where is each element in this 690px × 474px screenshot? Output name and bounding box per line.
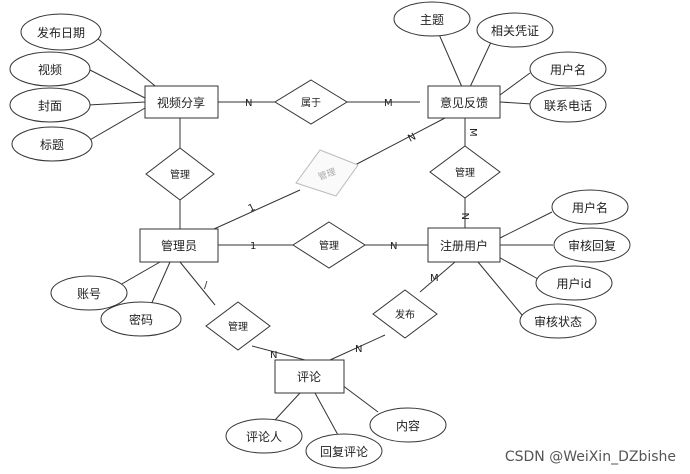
attr-user-id: 用户id (535, 265, 613, 301)
attr-publish-date-label: 发布日期 (37, 25, 85, 40)
attr-password: 密码 (100, 301, 182, 337)
edge-user-id (494, 254, 539, 280)
cardinality-manage-ru2: N (390, 241, 397, 252)
attr-video-label: 视频 (38, 62, 62, 77)
edge-subject (437, 31, 463, 88)
entity-admin: 管理员 (139, 228, 219, 263)
cardinality-manage-cm: N (270, 350, 277, 361)
cardinality-manage-ru: N (461, 213, 472, 220)
relationship-manage-fb: 管理 (429, 145, 501, 199)
edge-password (149, 261, 171, 308)
edge-title (87, 107, 146, 142)
cardinality-belongs-fb: M (384, 98, 393, 109)
edge-reply (314, 392, 339, 436)
cardinality-admin-faded: 1 (247, 202, 257, 215)
attr-subject: 主题 (393, 1, 471, 37)
relationship-belongs-label: 属于 (301, 97, 321, 109)
relationship-manage-vs: 管理 (145, 147, 215, 201)
attr-cover: 封面 (9, 87, 91, 123)
attr-voucher: 相关凭证 (476, 12, 554, 48)
edge-voucher (469, 39, 493, 88)
edge-publish-date (91, 33, 161, 91)
attr-audit-reply: 审核回复 (553, 227, 631, 263)
relationship-manage-ru-label: 管理 (319, 239, 339, 252)
attr-audit-reply-label: 审核回复 (568, 238, 616, 253)
cardinality-admin-manage: 1 (250, 241, 256, 252)
attr-audit-status: 审核状态 (519, 303, 597, 339)
relationship-manage-ru: 管理 (292, 221, 366, 269)
edge-video (87, 68, 146, 99)
relationship-manage-vs-label: 管理 (170, 168, 190, 181)
cardinalities: N M N 1 M N 1 N / N N M (204, 98, 478, 361)
attr-account-label: 账号 (77, 287, 101, 301)
attr-publish-date: 发布日期 (20, 13, 102, 51)
cardinality-faded-fb: N (406, 131, 418, 144)
attr-content: 内容 (369, 407, 447, 443)
entity-feedback: 意见反馈 (427, 85, 501, 119)
attr-phone-label: 联系电话 (544, 99, 592, 113)
entity-comment: 评论 (274, 359, 345, 394)
attr-ru-username-label: 用户名 (572, 200, 608, 215)
attr-content-label: 内容 (396, 418, 420, 433)
entity-admin-label: 管理员 (161, 238, 197, 253)
attr-cover-label: 封面 (38, 99, 62, 113)
edge-ru-publish (419, 261, 456, 293)
attr-commenter: 评论人 (225, 418, 303, 454)
relationship-manage-fb-faded: 管理 (295, 149, 359, 197)
attr-commenter-label: 评论人 (246, 430, 282, 444)
attr-title-label: 标题 (40, 138, 64, 152)
edge-admin-faded-manage (213, 189, 301, 230)
edge-phone (499, 101, 533, 105)
attr-audit-status-label: 审核状态 (534, 314, 582, 329)
attr-voucher-label: 相关凭证 (491, 23, 539, 38)
entity-video-share-label: 视频分享 (157, 95, 205, 110)
edge-content (341, 384, 379, 413)
entity-comment-label: 评论 (297, 370, 321, 384)
edge-ru-username (499, 211, 553, 239)
relationship-publish: 发布 (372, 289, 438, 339)
edge-fb-username (499, 72, 531, 96)
entity-reg-user: 注册用户 (427, 227, 501, 263)
attr-ru-username: 用户名 (551, 189, 629, 225)
edges (87, 31, 553, 436)
edge-audit-status (477, 261, 523, 316)
attr-fb-username-label: 用户名 (550, 62, 586, 77)
edge-commenter (274, 392, 301, 421)
cardinality-admin-manage-cm: / (204, 280, 208, 291)
entity-feedback-label: 意见反馈 (440, 95, 488, 110)
watermark-text: CSDN @WeiXin_DZbishe (505, 449, 676, 465)
relationship-belongs: 属于 (274, 79, 348, 125)
cardinality-publish-cm: N (355, 344, 362, 355)
attr-title: 标题 (11, 126, 93, 162)
relationship-manage-fb-label: 管理 (455, 166, 475, 179)
edge-publish-cm (329, 334, 386, 361)
relationship-manage-cm: 管理 (205, 301, 271, 351)
cardinality-fb-manage: M (467, 128, 478, 137)
cardinality-vs-belongs: N (245, 98, 252, 109)
entity-video-share: 视频分享 (144, 85, 219, 119)
attr-user-id-label: 用户id (557, 276, 592, 291)
relationship-manage-cm-label: 管理 (228, 320, 248, 333)
edge-cover (87, 101, 146, 106)
attr-reply-label: 回复评论 (320, 445, 368, 459)
attr-reply: 回复评论 (305, 433, 383, 469)
edge-manage-cm (251, 345, 306, 361)
edge-admin-manage-cm (179, 261, 216, 306)
entity-reg-user-label: 注册用户 (440, 238, 488, 253)
attr-phone: 联系电话 (529, 87, 607, 123)
relationship-publish-label: 发布 (395, 308, 415, 321)
attr-subject-label: 主题 (420, 13, 444, 27)
attr-account: 账号 (50, 275, 128, 311)
attr-fb-username: 用户名 (529, 51, 607, 87)
edge-faded-manage-fb (354, 117, 446, 166)
attr-password-label: 密码 (129, 312, 153, 327)
cardinality-ru-publish: M (430, 273, 439, 284)
attr-video: 视频 (9, 51, 91, 87)
edge-account (119, 261, 161, 286)
